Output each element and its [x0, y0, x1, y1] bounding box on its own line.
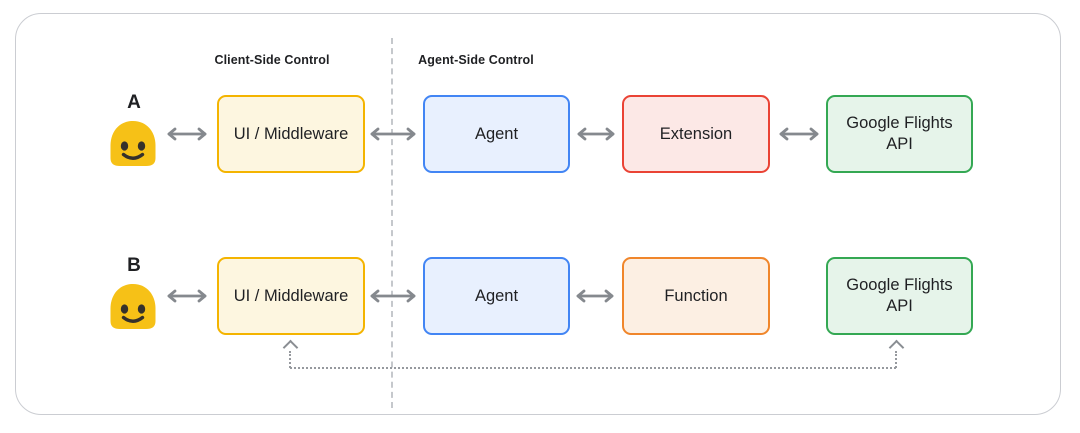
- node-agent-b: Agent: [423, 257, 570, 335]
- dotted-callback-line-vertical-left: [289, 351, 291, 368]
- diagram-frame: [15, 13, 1061, 415]
- control-boundary-divider: [391, 38, 393, 408]
- node-extension-a: Extension: [622, 95, 770, 173]
- node-ui-middleware-a: UI / Middleware: [217, 95, 365, 173]
- agent-side-control-label: Agent-Side Control: [418, 53, 534, 67]
- client-side-control-label: Client-Side Control: [214, 53, 330, 67]
- user-b-label: B: [127, 255, 141, 276]
- user-a-label: A: [127, 92, 141, 113]
- node-function-b: Function: [622, 257, 770, 335]
- user-b-emoji-icon: [104, 282, 162, 331]
- arrow-user-a-ui: [165, 127, 209, 141]
- node-label: Agent: [474, 124, 519, 143]
- dotted-callback-line-vertical-right: [895, 351, 897, 368]
- arrow-agent-function-b: [574, 289, 616, 303]
- node-label: UI / Middleware: [233, 124, 349, 143]
- node-label: Agent: [474, 286, 519, 305]
- arrow-agent-extension-a: [575, 127, 617, 141]
- node-google-flights-api-a: Google Flights API: [826, 95, 973, 173]
- node-agent-a: Agent: [423, 95, 570, 173]
- arrow-ui-agent-a: [368, 127, 418, 141]
- node-label: Extension: [659, 124, 733, 143]
- node-ui-middleware-b: UI / Middleware: [217, 257, 365, 335]
- dotted-callback-line-horizontal: [290, 367, 896, 369]
- node-google-flights-api-b: Google Flights API: [826, 257, 973, 335]
- arrow-user-b-ui: [165, 289, 209, 303]
- node-label: Google Flights API: [846, 276, 953, 315]
- node-label: Google Flights API: [846, 114, 953, 153]
- arrow-extension-api-a: [777, 127, 821, 141]
- node-label: UI / Middleware: [233, 286, 349, 305]
- user-a-emoji-icon: [104, 119, 162, 168]
- arrow-ui-agent-b: [368, 289, 418, 303]
- node-label: Function: [664, 286, 728, 305]
